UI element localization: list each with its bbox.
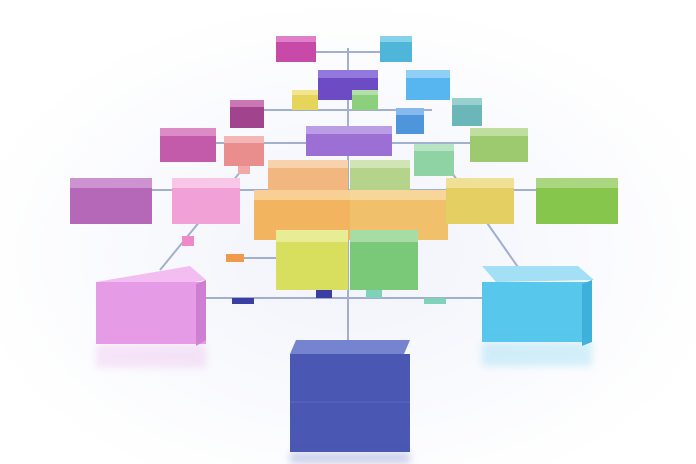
box-cyan-top xyxy=(380,36,412,62)
box-blue-small xyxy=(396,108,424,134)
box-olive-yellow xyxy=(446,178,514,224)
box-sage-mid xyxy=(470,128,528,162)
box-orange-peach xyxy=(268,160,348,192)
box-magenta-mid xyxy=(160,128,216,162)
box-green-small xyxy=(352,90,378,110)
box-cyan-large xyxy=(482,266,594,346)
box-plum-small xyxy=(230,100,264,128)
floor-reflections xyxy=(96,342,592,464)
box-teal-small xyxy=(452,98,482,126)
box-navy-large xyxy=(290,340,410,452)
box-salmon-mid xyxy=(224,136,264,166)
box-pink-large xyxy=(96,266,206,346)
box-rose-left xyxy=(172,178,240,224)
box-green-front xyxy=(350,230,418,290)
box-purple-mid xyxy=(306,126,392,156)
box-pink-top xyxy=(276,36,316,62)
box-green-peach xyxy=(350,160,410,192)
box-mint-mid xyxy=(414,144,454,176)
box-lime-yellow xyxy=(276,230,348,290)
box-yellow-small xyxy=(292,90,318,110)
box-sky-blue-top xyxy=(406,70,450,100)
box-magenta-left xyxy=(70,178,152,224)
box-green-right xyxy=(536,178,618,224)
